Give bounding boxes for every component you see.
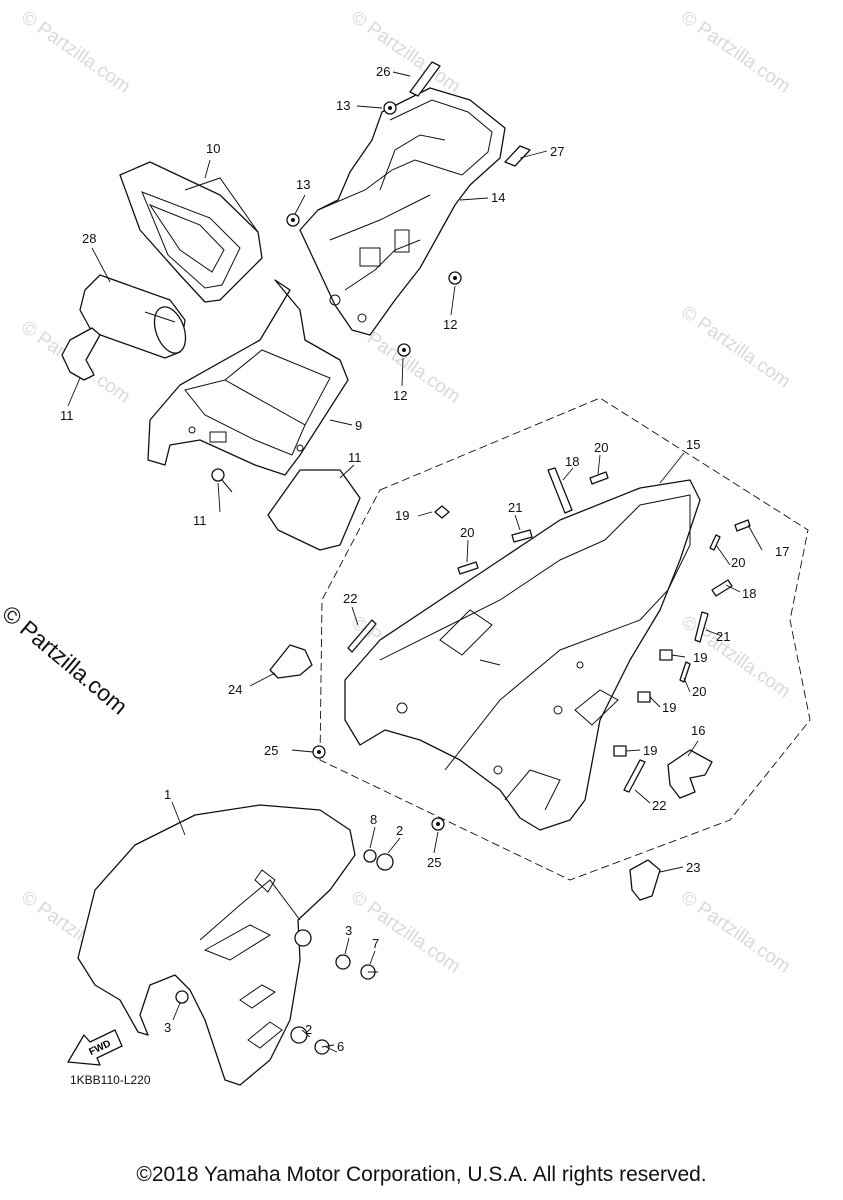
part-16-plate [667, 749, 713, 799]
part-8-cover [119, 161, 263, 303]
part-12-bolt [397, 271, 462, 357]
assembly-15-boundary [319, 397, 811, 881]
callout-7: 9 [355, 418, 362, 433]
callout-19: 19 [395, 508, 409, 523]
callout-5: 7 [372, 936, 379, 951]
part-7-tray [147, 279, 349, 476]
callout-14: 14 [491, 190, 505, 205]
callout-3: 3 [345, 923, 352, 938]
watermark: © Partzilla.com [677, 7, 794, 98]
callout-20: 20 [692, 684, 706, 699]
fwd-arrow: FWD [67, 1029, 123, 1066]
leader-lines [67, 71, 763, 1053]
strip-parts [347, 467, 751, 793]
part-1-front-fender [77, 804, 356, 1086]
callout-8: 10 [206, 141, 220, 156]
callout-19: 19 [643, 743, 657, 758]
part-10-screw [211, 468, 233, 493]
callout-16: 16 [691, 723, 705, 738]
callout-12: 12 [443, 317, 457, 332]
part-23-rubber [629, 859, 661, 901]
callout-6: 8 [370, 812, 377, 827]
diagram-code: 1KBB110-L220 [70, 1073, 151, 1087]
part-13-bolt [286, 101, 397, 227]
callout-18: 18 [742, 586, 756, 601]
callout-2: 2 [396, 823, 403, 838]
callout-19: 19 [662, 700, 676, 715]
callout-21: 21 [508, 500, 522, 515]
callout-28: 28 [82, 231, 96, 246]
callout-20: 20 [594, 440, 608, 455]
callout-18: 18 [565, 454, 579, 469]
part-9-pad [267, 469, 361, 551]
watermark: © Partzilla.com [677, 887, 794, 978]
watermark: © Partzilla.com [17, 7, 134, 98]
part-27-label [504, 145, 531, 167]
part-24-bracket [269, 644, 313, 679]
callout-26: 26 [376, 64, 390, 79]
callout-12: 12 [393, 388, 407, 403]
callout-22: 22 [652, 798, 666, 813]
callout-11: 11 [60, 408, 74, 423]
watermark: © Partzilla.com [347, 887, 464, 978]
watermark: © Partzilla.com [677, 302, 794, 393]
callout-24: 24 [228, 682, 242, 697]
watermark: © Partzilla.com [347, 7, 464, 98]
callout-15: 15 [686, 437, 700, 452]
part-11-band [61, 327, 101, 381]
callout-10: 11 [193, 513, 207, 528]
callout-9: 11 [348, 450, 362, 465]
callout-4: 6 [337, 1039, 344, 1054]
part-14-inner-fender [299, 87, 506, 336]
callout-2: 2 [305, 1022, 312, 1037]
fender-hardware [290, 849, 394, 1055]
part-28-battery [79, 274, 187, 359]
callout-21: 21 [716, 629, 730, 644]
part-25-screw [312, 745, 445, 831]
part-15-rear-cowling [344, 479, 701, 831]
copyright-notice: ©2018 Yamaha Motor Corporation, U.S.A. A… [136, 1163, 707, 1186]
callout-labels: 26 13 27 14 13 12 12 10 28 11 9 11 11 15… [60, 64, 789, 1054]
callout-13: 13 [336, 98, 350, 113]
callout-17: 17 [775, 544, 789, 559]
callout-20: 20 [731, 555, 745, 570]
callout-13: 13 [296, 177, 310, 192]
callout-3: 3 [164, 1020, 171, 1035]
callout-25: 25 [427, 855, 441, 870]
callout-20: 20 [460, 525, 474, 540]
callout-19: 19 [693, 650, 707, 665]
part-26-label [409, 61, 441, 97]
callout-23: 23 [686, 860, 700, 875]
callout-25: 25 [264, 743, 278, 758]
callout-1: 1 [164, 787, 171, 802]
callout-27: 27 [550, 144, 564, 159]
callout-22: 22 [343, 591, 357, 606]
